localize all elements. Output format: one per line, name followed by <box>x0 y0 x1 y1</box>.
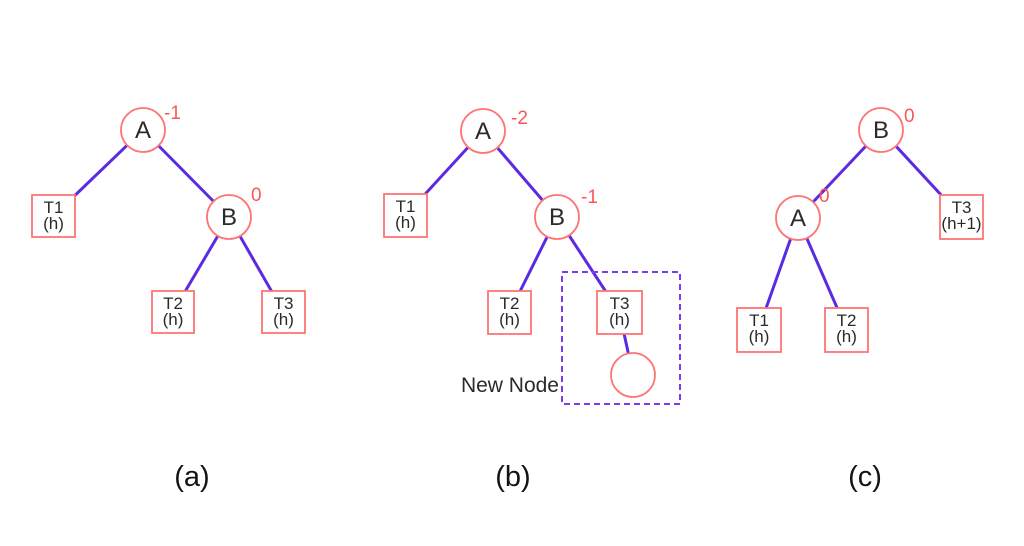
tree-b-node-B-circle <box>534 194 580 240</box>
tree-a-subtree-T1-box <box>31 194 76 238</box>
caption-b: (b) <box>495 461 530 493</box>
new-node-circle <box>610 352 656 398</box>
tree-b-subtree-T3-name: T3 <box>610 294 630 313</box>
caption-a: (a) <box>174 461 209 493</box>
tree-c-subtree-T3-box <box>939 194 984 240</box>
tree-b-subtree-T3-box <box>596 290 643 335</box>
tree-b-node-A-circle <box>460 108 506 154</box>
tree-a-subtree-T2-height: (h) <box>163 310 184 329</box>
tree-c-node-B-balance: 0 <box>904 106 915 127</box>
tree-c-subtree-T3-height: (h+1) <box>941 214 981 233</box>
tree-c-subtree-T2-box <box>824 307 869 353</box>
tree-b-subtree-T1-box <box>383 193 428 238</box>
tree-a-node-A-label: A <box>135 117 151 144</box>
tree-a-node-B-circle <box>206 194 252 240</box>
caption-c: (c) <box>848 461 882 493</box>
tree-c-subtree-T2-name: T2 <box>837 311 857 330</box>
tree-b: A -2 B -1 T1 (h) T2 (h) T3 (h) New Node <box>383 108 681 493</box>
tree-b-subtree-T2-name: T2 <box>500 294 520 313</box>
tree-a: A -1 B 0 T1 (h) T2 (h) T3 (h) (a) <box>31 103 306 493</box>
tree-b-node-A-label: A <box>475 118 491 145</box>
tree-a-subtree-T2-box <box>151 290 195 334</box>
tree-a-node-B-balance: 0 <box>251 185 262 206</box>
tree-c-subtree-T2-height: (h) <box>836 327 857 346</box>
tree-a-subtree-T3-height: (h) <box>273 310 294 329</box>
tree-c-subtree-T3: T3 (h+1) <box>939 194 984 240</box>
tree-c-subtree-T1-name: T1 <box>749 311 769 330</box>
new-node-label: New Node <box>461 374 559 397</box>
tree-a-node-A-balance: -1 <box>164 103 181 124</box>
tree-a-subtree-T3-name: T3 <box>274 294 294 313</box>
tree-b-subtree-T2-box <box>487 290 532 335</box>
tree-b-subtree-T1-name: T1 <box>396 197 416 216</box>
tree-a-subtree-T2: T2 (h) <box>151 290 195 334</box>
tree-a-subtree-T1-height: (h) <box>43 214 64 233</box>
tree-c-node-B-label: B <box>873 117 889 144</box>
tree-b-subtree-T2: T2 (h) <box>487 290 532 335</box>
tree-c: B 0 A 0 T3 (h+1) T1 (h) T2 (h) (c) <box>736 106 984 493</box>
tree-a-subtree-T3: T3 (h) <box>261 290 306 334</box>
tree-c-node-B-circle <box>858 107 904 153</box>
tree-a-node-B-label: B <box>221 204 237 231</box>
tree-c-node-A-balance: 0 <box>819 186 830 207</box>
new-node-highlight-box <box>561 271 681 405</box>
tree-a-subtree-T1: T1 (h) <box>31 194 76 238</box>
tree-b-node-B-label: B <box>549 204 565 231</box>
tree-c-subtree-T3-name: T3 <box>952 198 972 217</box>
tree-b-subtree-T3: T3 (h) <box>596 290 643 335</box>
tree-c-node-A-circle <box>775 195 821 241</box>
tree-b-node-A-balance: -2 <box>511 108 528 129</box>
tree-a-subtree-T2-name: T2 <box>163 294 183 313</box>
tree-b-node-B-balance: -1 <box>581 187 598 208</box>
tree-a-subtree-T1-name: T1 <box>44 198 64 217</box>
tree-c-node-A-label: A <box>790 205 806 232</box>
tree-a-node-A-circle <box>120 107 166 153</box>
tree-c-subtree-T1: T1 (h) <box>736 307 782 353</box>
tree-b-subtree-T2-height: (h) <box>499 310 520 329</box>
tree-b-subtree-T1: T1 (h) <box>383 193 428 238</box>
tree-b-subtree-T1-height: (h) <box>395 213 416 232</box>
tree-a-subtree-T3-box <box>261 290 306 334</box>
tree-c-subtree-T1-box <box>736 307 782 353</box>
tree-b-subtree-T3-height: (h) <box>609 310 630 329</box>
tree-c-subtree-T2: T2 (h) <box>824 307 869 353</box>
tree-c-subtree-T1-height: (h) <box>749 327 770 346</box>
